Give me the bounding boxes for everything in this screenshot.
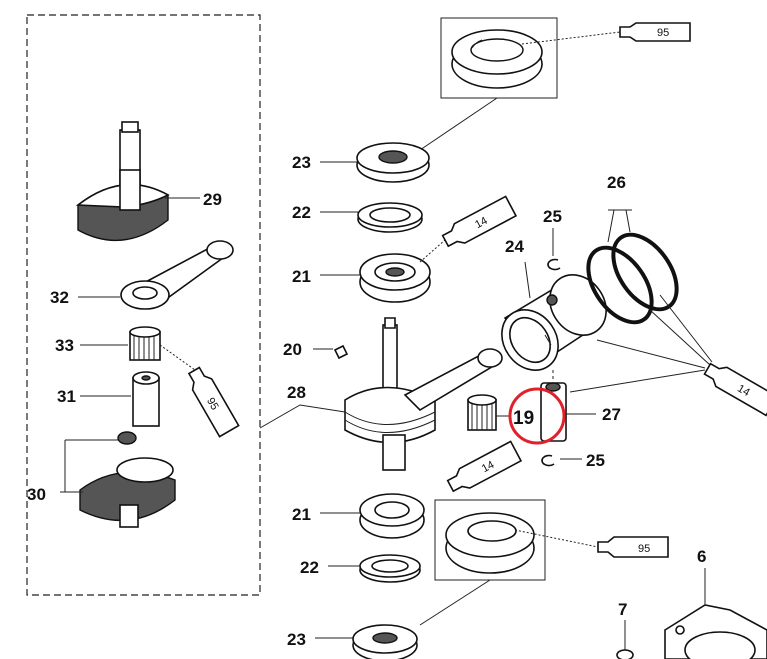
bolt-7 xyxy=(616,620,634,659)
callout-label: 22 xyxy=(300,558,319,577)
needle-bearing-33 xyxy=(129,326,161,361)
grease-tube-14-upper: 14 xyxy=(441,195,518,248)
callout-label: 20 xyxy=(283,340,302,359)
circlip-25-upper xyxy=(547,258,561,271)
oil-seal-detail-bottom xyxy=(434,499,546,581)
callout-label: 24 xyxy=(505,237,524,256)
oil-seal-23-lower xyxy=(352,624,418,659)
callout-label: 14 xyxy=(480,459,496,475)
ball-bearing-21-upper xyxy=(359,253,431,303)
callout-label: 21 xyxy=(292,505,311,524)
highlight-circle xyxy=(508,387,566,445)
crankshaft-28 xyxy=(344,317,503,471)
crankcase-housing-6 xyxy=(664,604,767,659)
washer-22-upper xyxy=(357,202,423,233)
callout-label: 95 xyxy=(638,543,650,555)
callout-label: 27 xyxy=(602,405,621,424)
ball-bearing-21-lower xyxy=(359,493,425,539)
callout-label: 23 xyxy=(292,153,311,172)
callout-label: 95 xyxy=(204,396,221,413)
piston-24 xyxy=(501,274,607,371)
washer-22-lower xyxy=(359,554,421,583)
crank-lower-30 xyxy=(79,431,176,528)
piston-pin-27 xyxy=(540,382,567,442)
callout-label: 28 xyxy=(287,383,306,402)
connecting-rod-32 xyxy=(120,240,234,310)
grease-tube-95-top: 95 xyxy=(619,22,691,42)
callout-label: 29 xyxy=(203,190,222,209)
callout-label: 31 xyxy=(57,387,76,406)
callout-label: 33 xyxy=(55,336,74,355)
grease-tube-95-left: 95 xyxy=(187,366,240,438)
callout-label: 21 xyxy=(292,267,311,286)
woodruff-key-20 xyxy=(333,344,349,360)
oil-seal-23-upper xyxy=(356,142,430,183)
callout-label: 32 xyxy=(50,288,69,307)
grease-tube-95-bottom: 95 xyxy=(597,536,669,558)
callout-label: 6 xyxy=(697,547,706,566)
callout-label: 95 xyxy=(657,27,669,39)
callout-label: 26 xyxy=(607,173,626,192)
callout-label: 7 xyxy=(618,600,627,619)
callout-label: 19 xyxy=(513,408,534,429)
callout-label: 23 xyxy=(287,630,306,649)
grease-tube-14-lower: 14 xyxy=(446,440,523,493)
callout-label: 14 xyxy=(735,383,752,400)
callout-label: 14 xyxy=(473,215,489,231)
needle-bearing-19 xyxy=(467,394,497,431)
crank-upper-29 xyxy=(75,121,170,242)
crank-pin-31 xyxy=(132,371,160,427)
grease-tube-14-right: 14 xyxy=(703,362,767,417)
callout-label: 22 xyxy=(292,203,311,222)
oil-seal-detail-top xyxy=(440,17,558,99)
alternative-assembly-box xyxy=(26,14,261,596)
callout-label: 30 xyxy=(27,485,46,504)
callout-label: 25 xyxy=(543,207,562,226)
callout-label: 25 xyxy=(586,451,605,470)
circlip-25-lower xyxy=(541,454,555,467)
